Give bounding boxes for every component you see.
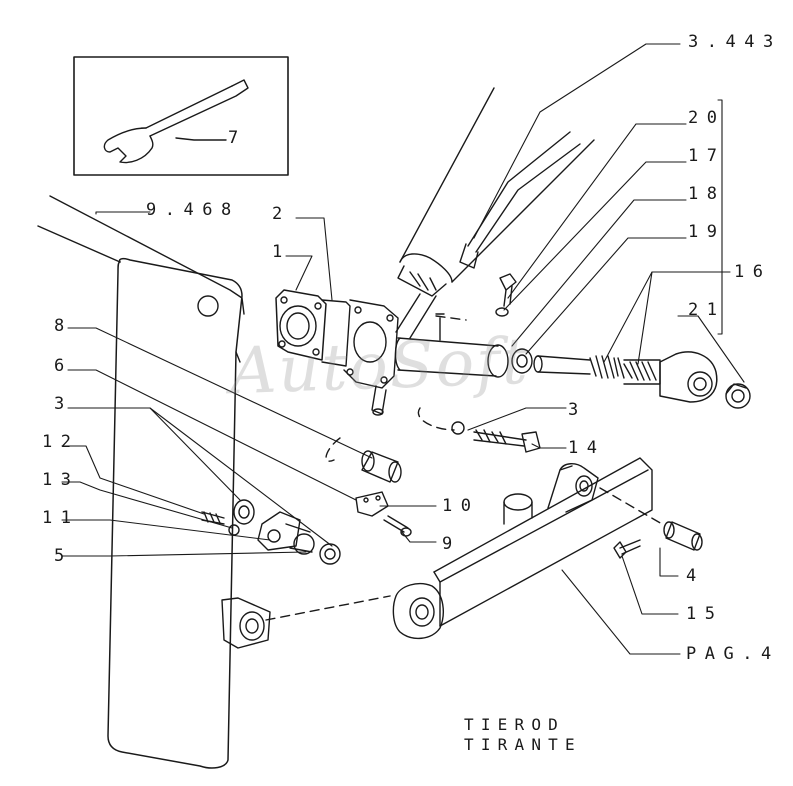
label-part-7: 7 bbox=[228, 128, 247, 148]
label-part-4: 4 bbox=[686, 566, 705, 586]
label-part-11: 11 bbox=[42, 508, 80, 528]
diagram-title-en: TIEROD bbox=[464, 715, 565, 734]
label-part-14: 14 bbox=[568, 438, 606, 458]
label-ref-3443: 3.443 bbox=[688, 32, 782, 52]
screw-15 bbox=[613, 539, 641, 559]
label-part-3: 3 bbox=[54, 394, 73, 414]
label-part-6: 6 bbox=[54, 356, 73, 376]
label-part-21: 21 bbox=[688, 300, 726, 320]
label-part-8: 8 bbox=[54, 316, 73, 336]
label-part-12: 12 bbox=[42, 432, 80, 452]
label-part-16: 16 bbox=[734, 262, 772, 282]
label-part-19: 19 bbox=[688, 222, 726, 242]
tie-rod-beam bbox=[392, 457, 653, 639]
frame-plate bbox=[37, 195, 271, 769]
label-part-2: 2 bbox=[272, 204, 291, 224]
pin bbox=[361, 450, 402, 483]
rod-tube bbox=[394, 313, 533, 378]
label-part-10: 10 bbox=[442, 496, 480, 516]
label-part-3-right: 3 bbox=[568, 400, 587, 420]
label-page-ref: PAG.4 bbox=[686, 644, 780, 664]
pin-4 bbox=[663, 521, 703, 551]
rod-end bbox=[659, 351, 718, 403]
diagram-title-it: TIRANTE bbox=[464, 735, 582, 754]
flange-assembly bbox=[275, 289, 399, 416]
bushing bbox=[725, 383, 751, 409]
bolt-14 bbox=[451, 421, 541, 453]
label-part-1: 1 bbox=[272, 242, 291, 262]
pivot-assembly bbox=[201, 499, 341, 565]
label-ref-9468: 9.468 bbox=[146, 200, 240, 220]
wrench-icon bbox=[103, 79, 249, 164]
cylinder-body bbox=[395, 87, 595, 339]
label-part-13: 13 bbox=[42, 470, 80, 490]
leader-lines bbox=[61, 43, 745, 655]
small-bolt bbox=[495, 273, 517, 317]
label-part-17: 17 bbox=[688, 146, 726, 166]
threaded-rod bbox=[533, 355, 661, 385]
phantom-lines bbox=[265, 315, 663, 621]
label-part-9: 9 bbox=[442, 534, 461, 554]
inset-wrench-box bbox=[73, 56, 289, 176]
label-part-20: 20 bbox=[688, 108, 726, 128]
label-part-5: 5 bbox=[54, 546, 73, 566]
label-part-18: 18 bbox=[688, 184, 726, 204]
label-part-15: 15 bbox=[686, 604, 724, 624]
bracket-clip bbox=[355, 491, 412, 537]
